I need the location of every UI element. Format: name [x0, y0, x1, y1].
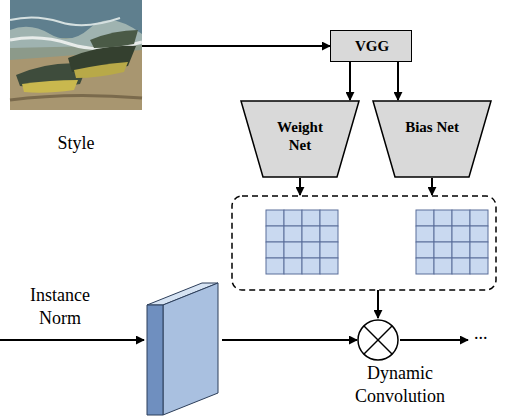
image-node: Style — [8, 0, 148, 162]
process-box: VGG — [330, 30, 412, 62]
node-label: Bias Net — [402, 118, 462, 136]
arrow — [299, 178, 301, 195]
ellipsis-label: ... — [474, 322, 488, 345]
dynamic-conv: Dynamic Convolution — [318, 318, 482, 418]
weight-grid — [266, 210, 338, 274]
connector-arrow — [222, 339, 357, 341]
multiply-circle — [357, 319, 399, 361]
trapezoid-net: Bias Net — [372, 100, 492, 178]
node-label: Weight Net — [270, 118, 330, 154]
dashed-group — [232, 196, 496, 290]
connector-arrow — [349, 62, 351, 100]
node-label: Style — [8, 132, 144, 155]
node-label: Instance Norm — [16, 284, 104, 330]
trapezoid-net: Weight Net — [240, 100, 360, 178]
connector-arrow — [142, 45, 330, 47]
arrow — [377, 290, 379, 318]
bias-grid — [416, 210, 488, 274]
trapezoid-shape — [372, 100, 492, 178]
output-arrow — [400, 339, 468, 341]
input-arrow — [0, 339, 144, 341]
connector-arrow — [397, 62, 399, 100]
feature-map: Instance Norm — [0, 278, 225, 420]
arrow — [431, 178, 433, 195]
style-image — [10, 0, 142, 110]
feature-slab — [145, 278, 225, 420]
node-label: Dynamic Convolution — [345, 362, 455, 408]
node-label: VGG — [331, 37, 413, 55]
